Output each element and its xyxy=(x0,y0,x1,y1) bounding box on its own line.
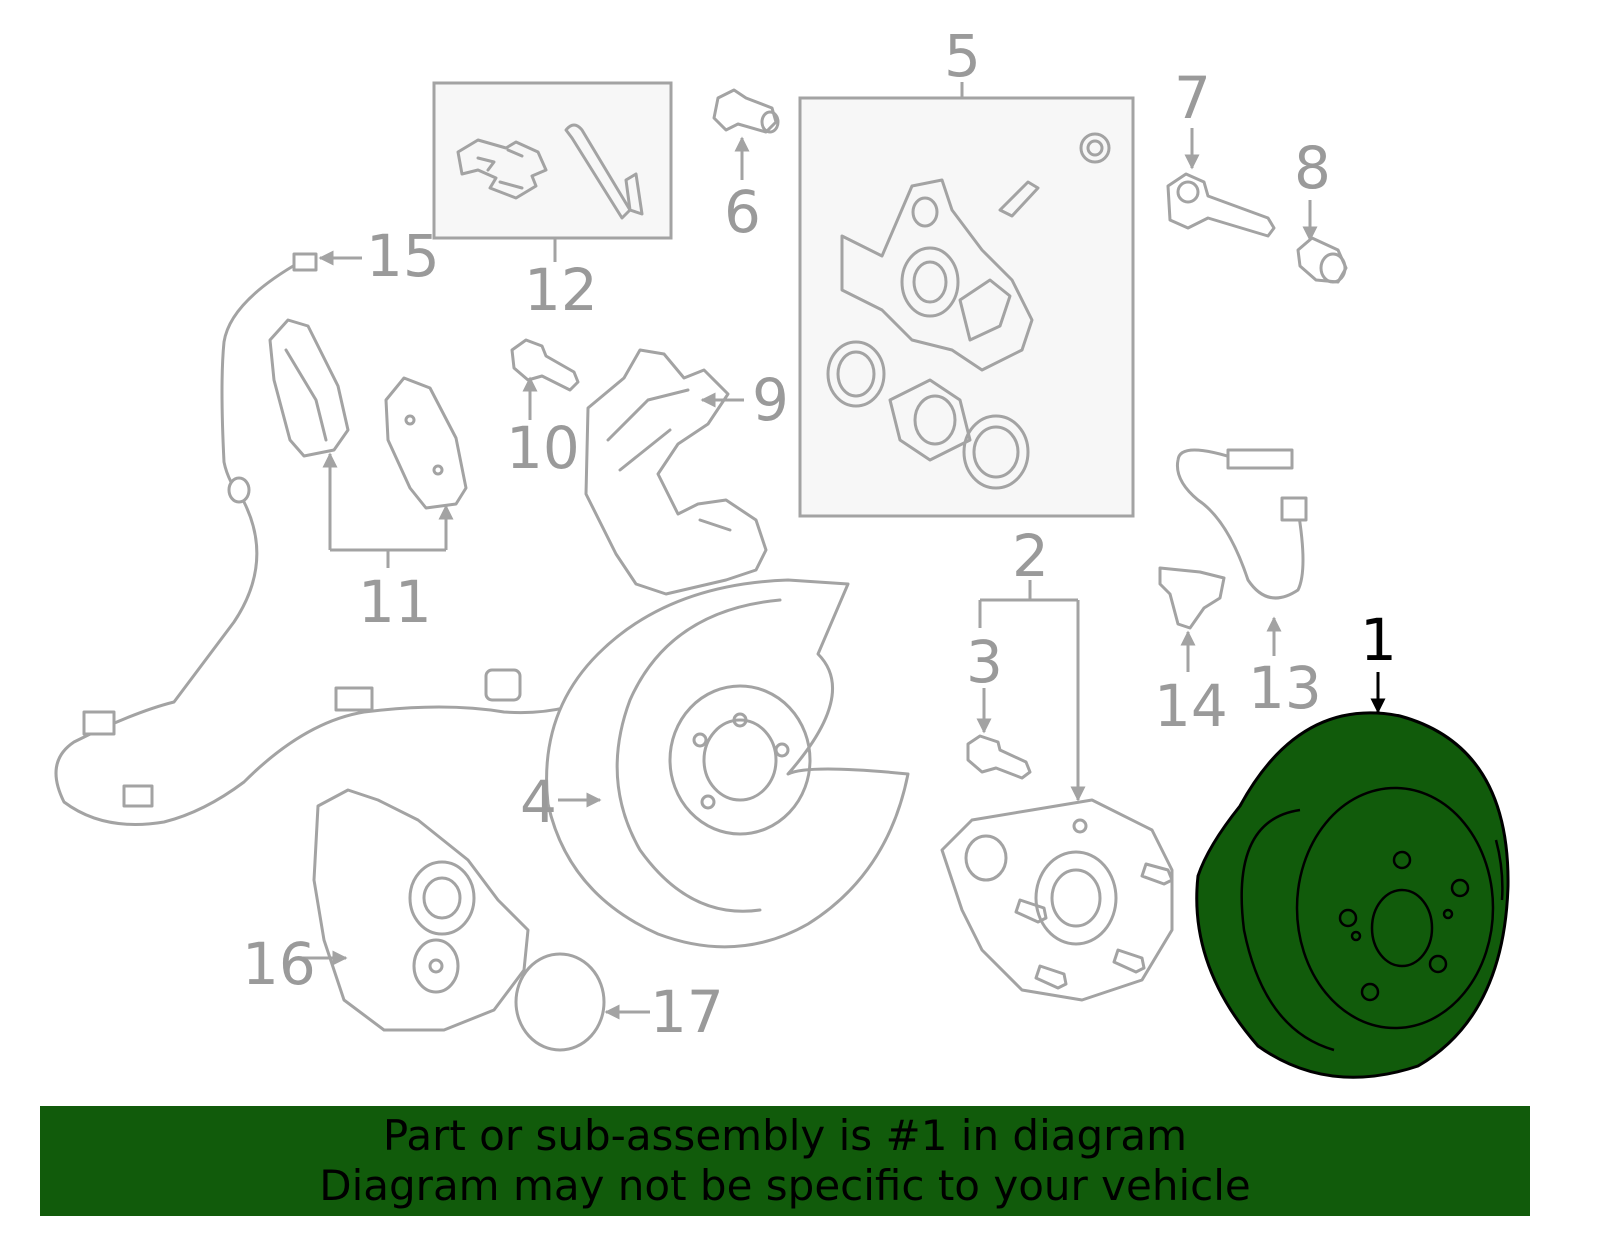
callout-1: 1 xyxy=(1360,606,1397,674)
part-9-caliper-bracket[interactable] xyxy=(584,348,768,596)
callout-16: 16 xyxy=(242,930,316,998)
part-13-brake-hose[interactable] xyxy=(1175,448,1308,600)
banner-line-2: Diagram may not be specific to your vehi… xyxy=(319,1161,1251,1210)
callout-10: 10 xyxy=(506,414,580,482)
callout-9: 9 xyxy=(752,366,789,434)
part-3-hub-bolt[interactable] xyxy=(966,734,1032,780)
part-12-hardware-kit[interactable] xyxy=(432,81,673,240)
part-17-o-ring[interactable] xyxy=(514,952,606,1052)
callout-13: 13 xyxy=(1248,654,1322,722)
part-10-bolt[interactable] xyxy=(510,338,580,392)
callout-3: 3 xyxy=(966,628,1003,696)
callout-7: 7 xyxy=(1174,64,1211,132)
part-5-caliper-assembly[interactable] xyxy=(798,96,1135,518)
callout-8: 8 xyxy=(1294,134,1331,202)
callout-5: 5 xyxy=(944,22,981,90)
part-14-bracket[interactable] xyxy=(1158,566,1226,630)
callout-12: 12 xyxy=(524,256,598,324)
part-7-guide-pin[interactable] xyxy=(1166,172,1276,238)
part-6-bleeder[interactable] xyxy=(712,88,780,134)
highlight-banner: Part or sub-assembly is #1 in diagram Di… xyxy=(40,1106,1530,1216)
banner-line-1: Part or sub-assembly is #1 in diagram xyxy=(382,1111,1188,1160)
callout-14: 14 xyxy=(1154,672,1228,740)
part-16-actuator[interactable] xyxy=(312,788,530,1032)
callout-6: 6 xyxy=(724,178,761,246)
part-8-boot[interactable] xyxy=(1296,236,1348,284)
part-4-dust-shield[interactable] xyxy=(545,578,910,949)
part-11-brake-pads[interactable] xyxy=(268,318,468,510)
callout-15: 15 xyxy=(366,222,440,290)
part-2-hub-assembly[interactable] xyxy=(940,798,1174,1002)
callout-2: 2 xyxy=(1012,522,1049,590)
part-1-brake-rotor[interactable] xyxy=(1195,711,1510,1079)
leader-11 xyxy=(330,548,446,568)
callout-4: 4 xyxy=(520,768,557,836)
leader-2 xyxy=(978,580,1078,628)
callout-17: 17 xyxy=(650,978,724,1046)
part-15-sensor-harness[interactable] xyxy=(54,252,606,826)
callout-11: 11 xyxy=(358,568,432,636)
